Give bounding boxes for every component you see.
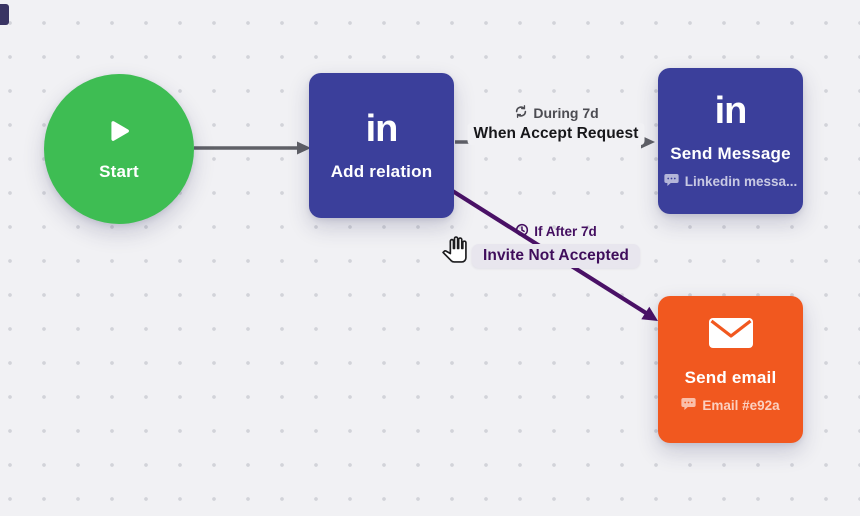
edge-condition: During 7d (533, 105, 599, 121)
arrowhead-icon (641, 135, 655, 149)
edge-start-to-add-relation (194, 141, 311, 155)
node-subtitle: Linkedin messa... (684, 174, 798, 189)
chat-bubble-icon (664, 173, 679, 190)
edge-condition-label: Invite Not Accepted (471, 244, 641, 268)
arrowhead-icon (297, 141, 311, 155)
edge-condition: If After 7d (534, 224, 597, 239)
node-add-relation[interactable]: in Add relation (309, 73, 454, 218)
start-label: Start (99, 161, 139, 181)
node-title: Add relation (330, 161, 433, 181)
hand-grab-cursor (441, 236, 468, 268)
node-send-email[interactable]: Send email Email #e92a (658, 296, 803, 443)
chat-bubble-icon (681, 397, 696, 414)
clock-icon (515, 223, 529, 240)
node-send-message[interactable]: in Send Message Linkedin messa... (658, 68, 803, 214)
node-title: Send Message (670, 144, 791, 163)
clipped-ui-fragment (0, 4, 9, 25)
linkedin-logo: in (714, 90, 748, 132)
edge-label-accepted[interactable]: During 7d When Accept Request (467, 103, 645, 145)
edge-condition-label: When Accept Request (467, 123, 645, 145)
envelope-icon (708, 317, 754, 354)
refresh-icon (513, 104, 528, 122)
node-start[interactable]: Start (44, 74, 194, 224)
node-title: Send email (684, 368, 777, 387)
node-subtitle: Email #e92a (702, 398, 780, 413)
linkedin-logo: in (365, 107, 399, 150)
edge-label-not-accepted[interactable]: If After 7d Invite Not Accepted (471, 222, 641, 268)
arrowhead-icon (641, 306, 658, 321)
play-icon (105, 117, 133, 150)
